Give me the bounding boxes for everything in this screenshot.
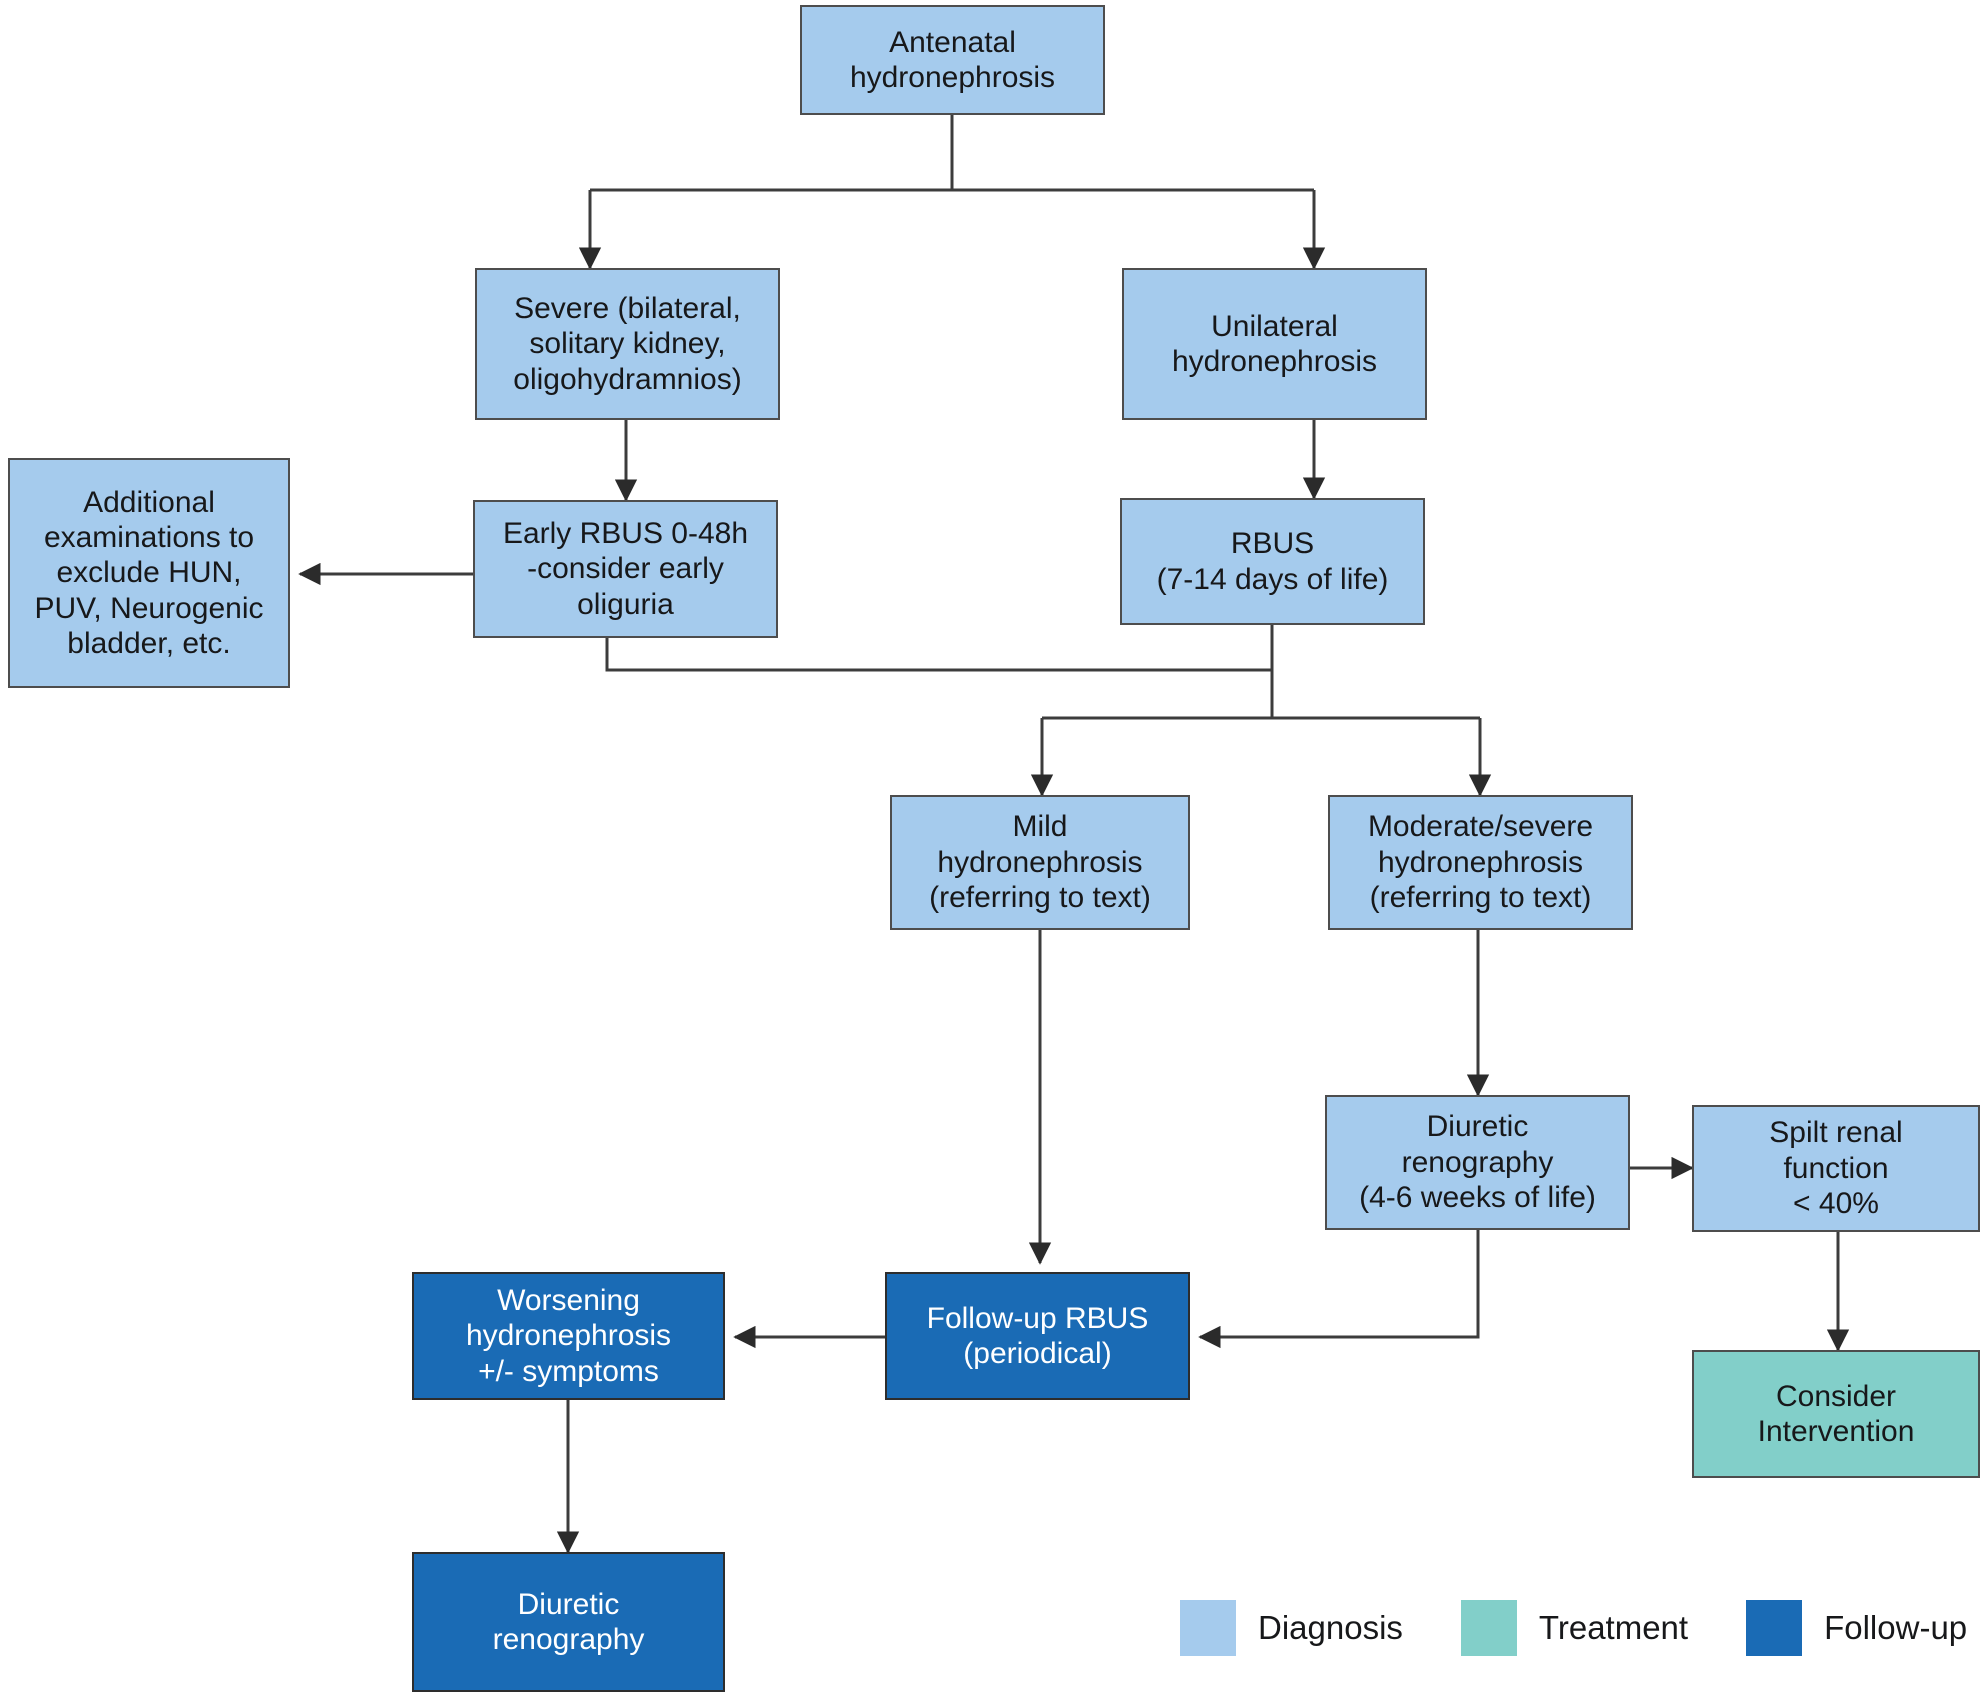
node-antenatal-hydronephrosis[interactable]: Antenatal hydronephrosis	[800, 5, 1105, 115]
node-unilateral-hydronephrosis[interactable]: Unilateral hydronephrosis	[1122, 268, 1427, 420]
node-consider-intervention[interactable]: Consider Intervention	[1692, 1350, 1980, 1478]
legend-label-followup: Follow-up	[1824, 1609, 1968, 1646]
legend-item-followup: Follow-up	[1746, 1600, 1967, 1656]
node-rbus[interactable]: RBUS (7-14 days of life)	[1120, 498, 1425, 625]
node-split-renal-function[interactable]: Spilt renal function < 40%	[1692, 1105, 1980, 1232]
legend-label-treatment: Treatment	[1538, 1609, 1689, 1646]
legend: Diagnosis Treatment Follow-up	[1180, 1600, 1967, 1656]
node-mild-hydronephrosis[interactable]: Mild hydronephrosis (referring to text)	[890, 795, 1190, 930]
legend-item-treatment: Treatment	[1460, 1600, 1689, 1656]
edge-early-rbus-join	[605, 638, 1272, 672]
legend-label-diagnosis: Diagnosis	[1258, 1609, 1403, 1646]
legend-item-diagnosis: Diagnosis	[1180, 1600, 1403, 1656]
node-diuretic-renography[interactable]: Diuretic renography	[412, 1552, 725, 1692]
node-severe[interactable]: Severe (bilateral, solitary kidney, olig…	[475, 268, 780, 420]
edge-renography-to-followup-rbus	[1198, 1230, 1480, 1349]
legend-swatch-diagnosis	[1180, 1600, 1236, 1656]
node-followup-rbus[interactable]: Follow-up RBUS (periodical)	[885, 1272, 1190, 1400]
node-early-rbus[interactable]: Early RBUS 0-48h -consider early oliguri…	[473, 500, 778, 638]
node-worsening-hydronephrosis[interactable]: Worsening hydronephrosis +/- symptoms	[412, 1272, 725, 1400]
node-diuretic-renography-4-6-weeks[interactable]: Diuretic renography (4-6 weeks of life)	[1325, 1095, 1630, 1230]
node-moderate-severe-hydronephrosis[interactable]: Moderate/severe hydronephrosis (referrin…	[1328, 795, 1633, 930]
legend-swatch-followup	[1746, 1600, 1803, 1656]
node-additional-examinations[interactable]: Additional examinations to exclude HUN, …	[8, 458, 290, 688]
legend-swatch-treatment	[1460, 1600, 1517, 1656]
